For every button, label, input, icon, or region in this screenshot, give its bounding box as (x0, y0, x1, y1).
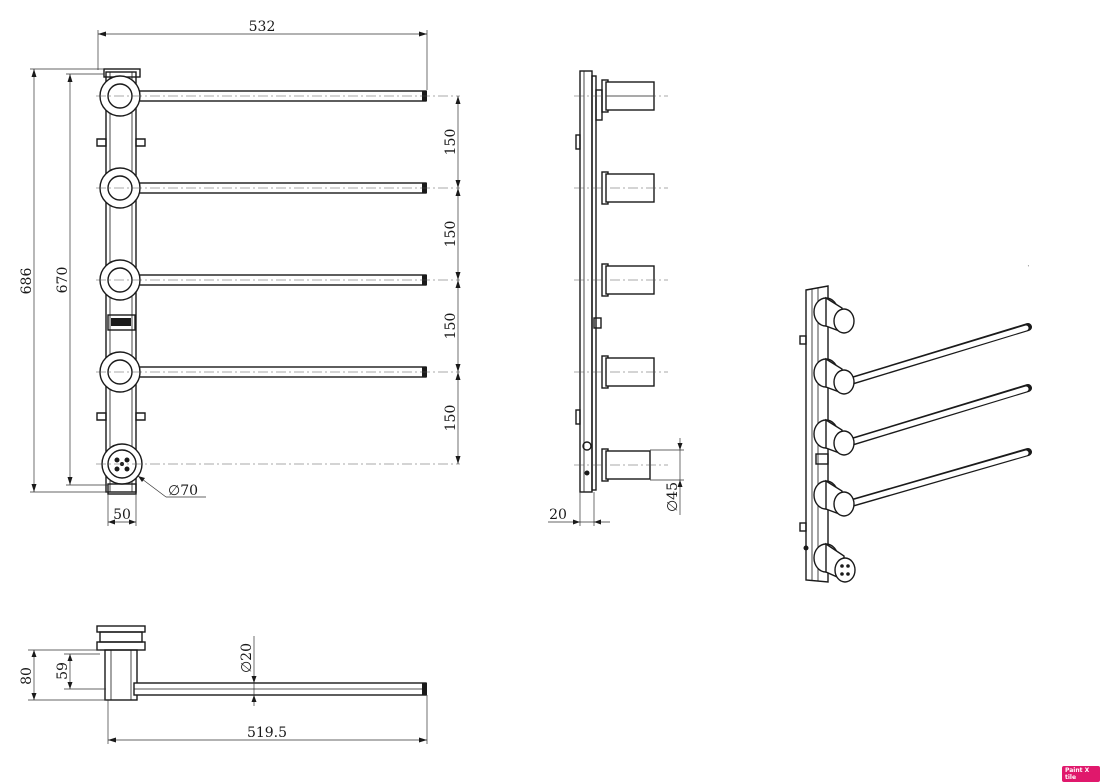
dim-pitch-2: 150 (443, 221, 459, 248)
iso-bar-2 (813, 323, 1032, 395)
dim-front-height-inner: 670 (55, 267, 71, 294)
side-switch (593, 317, 602, 329)
bottom-bar (133, 682, 427, 696)
iso-bar-1 (813, 264, 1029, 334)
dim-pitch-3: 150 (443, 313, 459, 340)
dim-bar-diameter: ∅20 (239, 643, 255, 673)
iso-bar-4 (813, 448, 1032, 517)
dim-bar-length: 519.5 (247, 725, 287, 741)
dim-bottom-height-inner: 59 (55, 662, 71, 680)
dim-front-height-total: 686 (19, 268, 35, 295)
iso-power-connector (813, 542, 856, 583)
bottom-view: 80 59 ∅20 519.5 (19, 625, 428, 744)
dim-side-cap-diameter: ∅45 (665, 482, 681, 512)
dim-pitch-4: 150 (443, 405, 459, 432)
mounting-bracket (96, 138, 146, 421)
dim-front-width: 532 (249, 19, 276, 35)
diameter-symbol-icon: ∅ (168, 483, 180, 499)
dim-body-diameter: ∅70 (168, 483, 198, 499)
side-view: 20 ∅45 (548, 70, 684, 526)
switch-box (107, 314, 136, 331)
dim-side-depth: 20 (549, 507, 567, 523)
brand-badge: Paint X tile (1062, 766, 1100, 782)
iso-bar-3 (813, 384, 1032, 456)
dim-pitch-1: 150 (443, 129, 459, 156)
dim-column-width: 50 (113, 507, 131, 523)
isometric-view (799, 264, 1032, 583)
front-view: 532 686 670 150 150 150 150 ∅70 (19, 19, 461, 526)
dim-bottom-height-outer: 80 (19, 667, 35, 685)
